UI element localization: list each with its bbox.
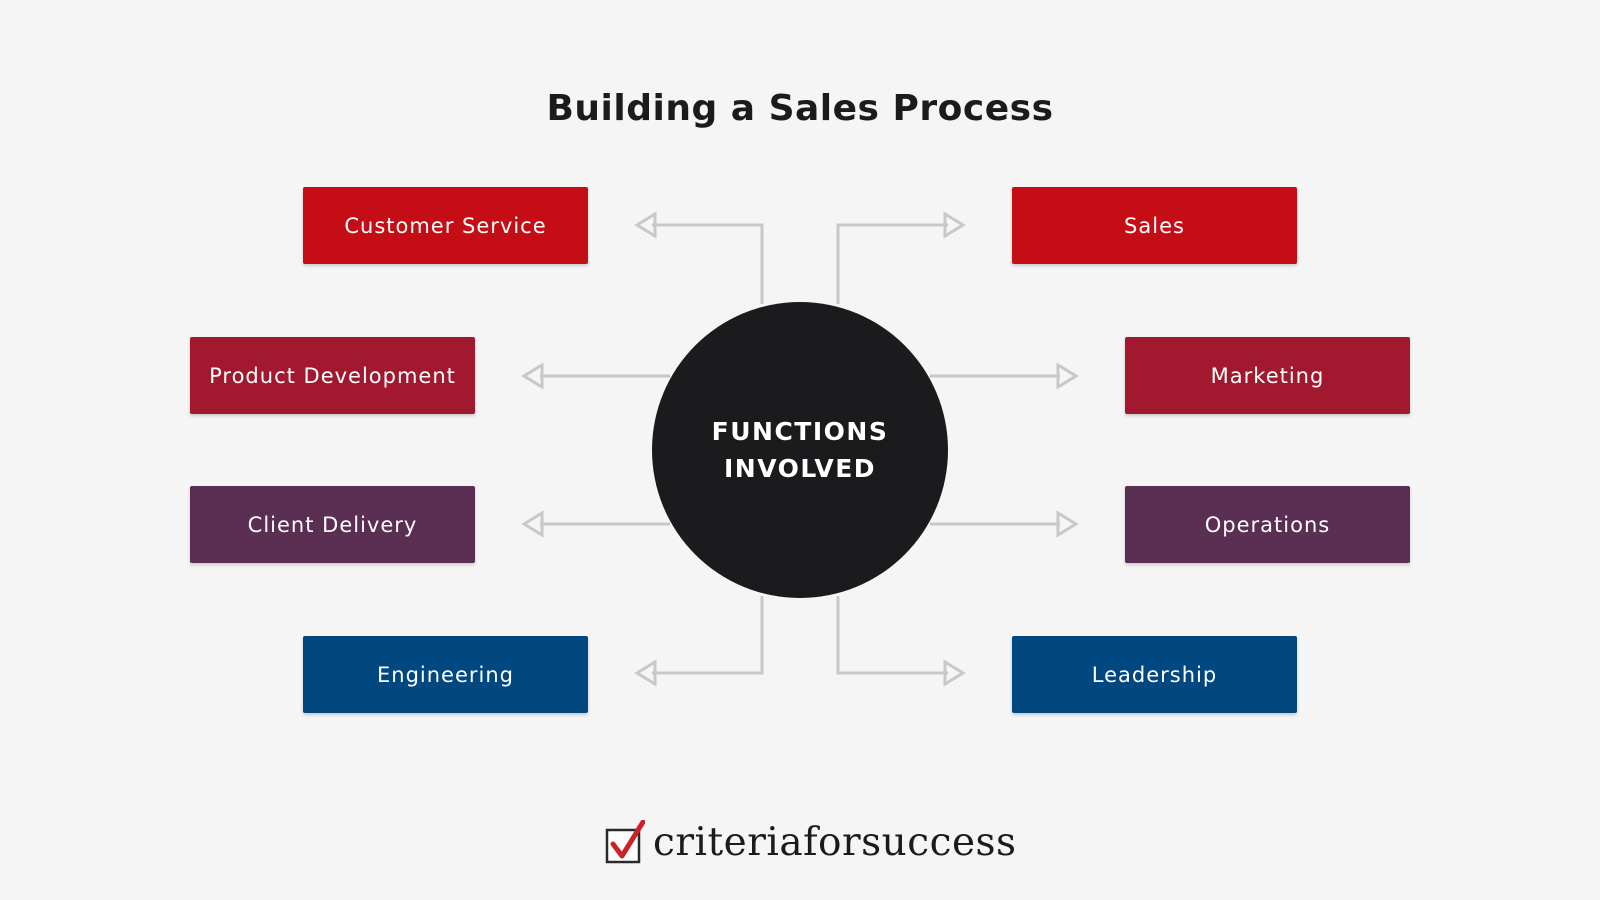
center-label-line1: FUNCTIONS xyxy=(711,417,889,446)
function-box-product-development: Product Development xyxy=(190,337,475,414)
connector-engineering xyxy=(652,596,764,675)
brand-logo: criteriaforsuccess xyxy=(605,817,1017,867)
function-label-product-development: Product Development xyxy=(209,363,456,388)
function-box-sales: Sales xyxy=(1012,187,1297,264)
function-box-client-delivery: Client Delivery xyxy=(190,486,475,563)
connector-sales xyxy=(836,223,948,304)
function-box-operations: Operations xyxy=(1125,486,1410,563)
connector-leadership xyxy=(836,596,948,675)
center-label-line2: INVOLVED xyxy=(723,454,877,483)
function-label-client-delivery: Client Delivery xyxy=(247,512,418,537)
function-box-leadership: Leadership xyxy=(1012,636,1297,713)
function-label-customer-service: Customer Service xyxy=(344,213,547,238)
arrowhead-client-delivery xyxy=(521,510,544,538)
function-label-engineering: Engineering xyxy=(377,662,514,687)
center-hub: FUNCTIONS INVOLVED xyxy=(652,302,948,598)
arrowhead-engineering xyxy=(634,659,657,687)
arrowhead-leadership xyxy=(943,659,966,687)
arrowhead-product-development xyxy=(521,362,544,390)
function-label-marketing: Marketing xyxy=(1210,363,1325,388)
brand-logo-text: criteriaforsuccess xyxy=(653,819,1017,865)
function-label-sales: Sales xyxy=(1124,213,1185,238)
function-box-marketing: Marketing xyxy=(1125,337,1410,414)
diagram-title: Building a Sales Process xyxy=(546,88,1054,129)
function-box-customer-service: Customer Service xyxy=(303,187,588,264)
arrowhead-marketing xyxy=(1056,362,1079,390)
checkbox-check-icon xyxy=(605,820,645,864)
function-label-leadership: Leadership xyxy=(1091,662,1218,687)
function-label-operations: Operations xyxy=(1204,512,1331,537)
function-box-engineering: Engineering xyxy=(303,636,588,713)
arrowhead-sales xyxy=(943,211,966,239)
arrowhead-customer-service xyxy=(634,211,657,239)
connector-customer-service xyxy=(652,223,764,304)
arrowhead-operations xyxy=(1056,510,1079,538)
